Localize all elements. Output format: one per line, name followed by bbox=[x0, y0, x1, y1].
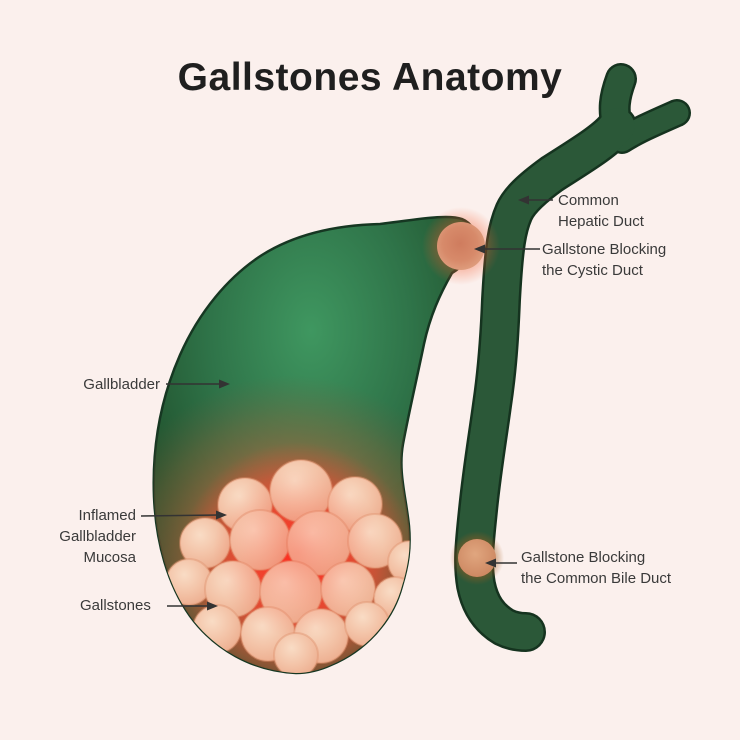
gallbladder-arrow bbox=[166, 379, 230, 389]
gallstone bbox=[273, 632, 319, 673]
duct-fill bbox=[456, 65, 689, 650]
label-gallstone-bile-duct: Gallstone Blocking the Common Bile Duct bbox=[521, 549, 672, 587]
bile-stone-arrow bbox=[485, 558, 517, 568]
cystic-duct-blocking-stone bbox=[422, 207, 500, 285]
bile-duct-blocking-stone bbox=[450, 531, 504, 585]
gallstones-arrow bbox=[167, 601, 218, 611]
label-gallstone-cystic-duct: Gallstone Blocking the Cystic Duct bbox=[542, 241, 667, 279]
page-title: Gallstones Anatomy bbox=[177, 56, 563, 99]
common-hepatic-duct-arrow bbox=[518, 195, 553, 205]
label-inflamed-mucosa: Inflamed Gallbladder Mucosa bbox=[59, 507, 136, 566]
label-gallbladder: Gallbladder bbox=[83, 376, 160, 393]
gallbladder-shape bbox=[152, 215, 476, 675]
common-duct bbox=[456, 108, 635, 650]
pointer-arrows bbox=[140, 195, 553, 611]
label-common-hepatic-duct: Common Hepatic Duct bbox=[558, 192, 644, 230]
bile-duct-system bbox=[454, 63, 691, 652]
cystic-stone bbox=[437, 222, 485, 270]
bile-stone bbox=[458, 539, 496, 577]
cystic-stone-arrow bbox=[474, 244, 540, 254]
inflamed-mucosa-arrow bbox=[140, 510, 227, 520]
inflammation-overlay bbox=[213, 467, 383, 637]
label-gallstones: Gallstones bbox=[80, 597, 151, 614]
